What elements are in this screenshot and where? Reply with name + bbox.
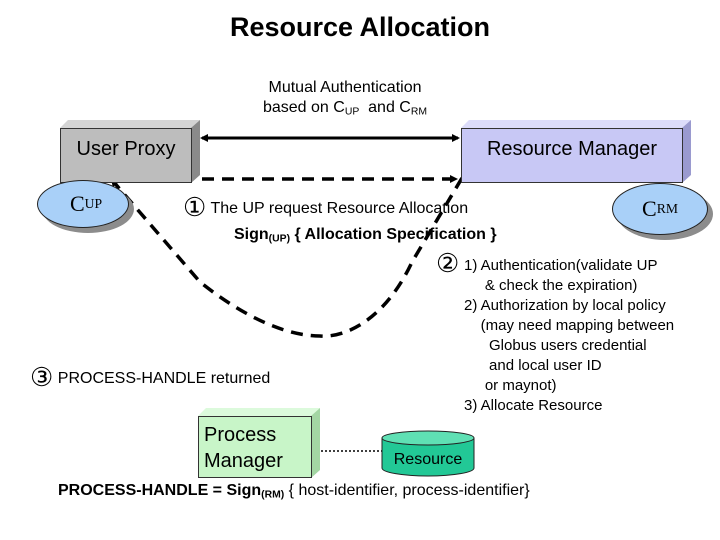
step3-marker: ③ bbox=[30, 362, 54, 392]
step1-text: The UP request Resource Allocation bbox=[210, 200, 469, 217]
mutual-auth-sub-rm: RM bbox=[410, 106, 428, 118]
step2-line: Globus users credential bbox=[464, 337, 647, 354]
step2-line: or maynot) bbox=[464, 377, 557, 394]
user-proxy-node: User Proxy bbox=[60, 120, 200, 183]
sign-rest: { Allocation Specification } bbox=[290, 226, 497, 243]
box-side-face bbox=[191, 120, 200, 183]
sign-prefix: Sign bbox=[234, 226, 269, 243]
box-side-face bbox=[682, 120, 691, 183]
cylinder-body bbox=[381, 438, 475, 477]
box-top-face bbox=[60, 120, 200, 128]
crm-main: C bbox=[642, 196, 657, 221]
footer-bold: PROCESS-HANDLE = Sign bbox=[58, 482, 262, 499]
mutual-auth-sub-up: UP bbox=[344, 106, 360, 118]
box-side-face bbox=[311, 408, 320, 478]
resource-manager-label: Resource Manager bbox=[486, 137, 658, 160]
step1-label: ① The UP request Resource Allocation bbox=[183, 194, 468, 220]
step2-line: & check the expiration) bbox=[464, 277, 638, 294]
pm-line2: Manager bbox=[204, 450, 283, 472]
resource-label: Resource bbox=[394, 451, 463, 468]
resource-cylinder: Resource bbox=[381, 430, 475, 477]
box-front-face bbox=[60, 128, 192, 183]
resource-manager-node: Resource Manager bbox=[461, 120, 691, 183]
user-proxy-label: User Proxy bbox=[76, 137, 176, 160]
mutual-auth-text: and C bbox=[359, 99, 411, 116]
step2-label: ② 1) Authentication(validate UP & check … bbox=[436, 248, 674, 414]
footer-rest: { host-identifier, process-identifier} bbox=[284, 482, 530, 499]
cup-main: C bbox=[69, 191, 85, 216]
step2-line: 2) Authorization by local policy bbox=[464, 297, 666, 314]
step1-marker: ① bbox=[183, 192, 207, 222]
sign-sub: (UP) bbox=[268, 233, 291, 245]
step2-marker: ② bbox=[436, 248, 460, 278]
box-top-face bbox=[461, 120, 691, 128]
diagram-title: Resource Allocation bbox=[229, 12, 491, 42]
footer-sub: (RM) bbox=[261, 489, 285, 501]
process-handle-return-curve bbox=[110, 177, 464, 338]
step2-line: 1) Authentication(validate UP bbox=[464, 257, 658, 274]
step3-bold-text: PROCESS-HANDLE bbox=[57, 370, 207, 387]
step1-sign-label: Sign(UP) { Allocation Specification } bbox=[234, 226, 497, 244]
pm-line1: Process bbox=[204, 424, 277, 446]
step2-lines: 1) Authentication(validate UP & check th… bbox=[464, 256, 674, 416]
box-top-face bbox=[198, 408, 320, 416]
step2-line: 3) Allocate Resource bbox=[464, 397, 603, 414]
process-handle-definition: PROCESS-HANDLE = Sign(RM) { host-identif… bbox=[58, 482, 530, 500]
mutual-auth-text: based on C bbox=[262, 99, 345, 116]
step2-line: (may need mapping between bbox=[464, 317, 675, 334]
step3-text: returned bbox=[206, 370, 271, 387]
box-front-face bbox=[461, 128, 683, 183]
mutual-authentication-label: Mutual Authentication based on CUP and C… bbox=[200, 78, 490, 118]
mutual-auth-line2: based on CUP and CRM bbox=[200, 98, 490, 118]
mutual-auth-line1: Mutual Authentication bbox=[268, 79, 422, 96]
box-front-face bbox=[198, 416, 312, 478]
cylinder-top bbox=[381, 430, 475, 446]
step2-line: and local user ID bbox=[464, 357, 602, 374]
step3-label: ③ PROCESS-HANDLE returned bbox=[30, 364, 270, 390]
